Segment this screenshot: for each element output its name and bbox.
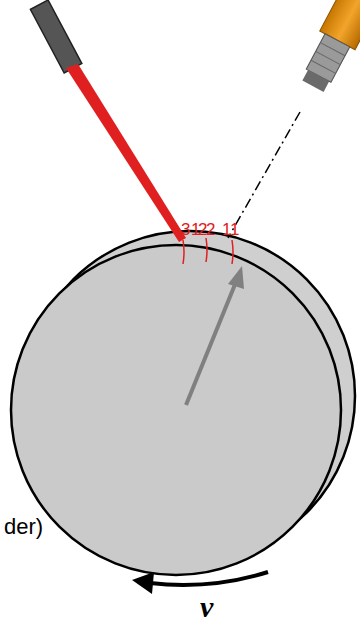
cylinder-front (11, 245, 341, 575)
arrow-head (132, 572, 154, 594)
track-mark (206, 238, 207, 262)
cut-off-note: der) (4, 516, 43, 538)
laser-source (30, 0, 81, 73)
laser-beam (66, 64, 186, 242)
velocity-label: v (200, 592, 213, 622)
camera-sightline (228, 112, 300, 238)
camera (295, 0, 360, 96)
rotation-arrow (150, 572, 268, 585)
arrow-head (228, 266, 244, 289)
track-mark (232, 240, 233, 264)
track-mark (183, 240, 184, 264)
radius-arrow (186, 282, 236, 405)
callout-number: 3 (181, 221, 190, 238)
callout-number: 2 (206, 221, 215, 238)
callout-number: 1 (230, 221, 239, 238)
